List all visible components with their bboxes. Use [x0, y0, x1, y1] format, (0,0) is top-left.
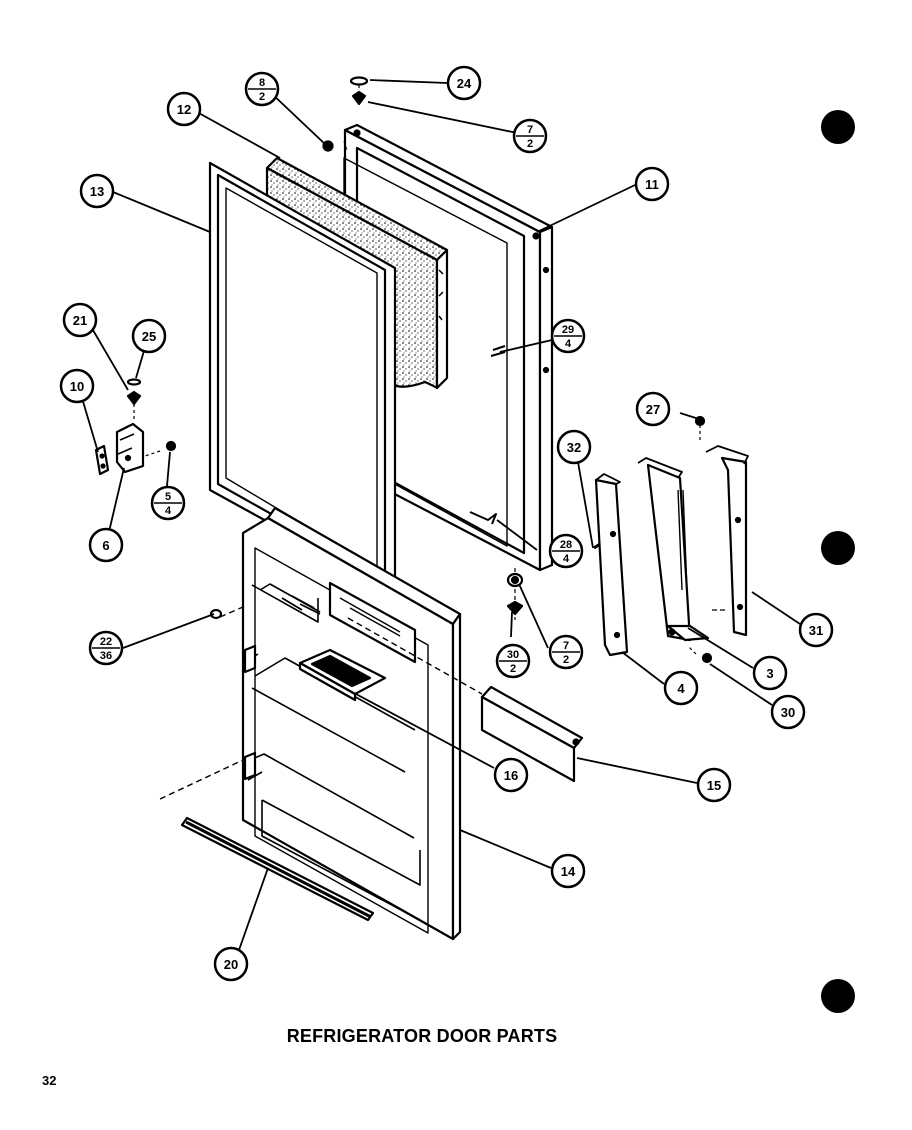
- svg-text:4: 4: [165, 505, 172, 517]
- hinge-block-6: [115, 422, 145, 474]
- callout-14: 14: [550, 853, 586, 889]
- svg-text:4: 4: [677, 681, 685, 696]
- svg-text:32: 32: [567, 440, 581, 455]
- svg-text:2: 2: [510, 663, 516, 675]
- svg-text:28: 28: [560, 539, 572, 551]
- svg-text:16: 16: [504, 768, 518, 783]
- svg-text:15: 15: [707, 778, 721, 793]
- callout-24: 24: [446, 65, 482, 101]
- svg-text:4: 4: [563, 553, 570, 565]
- callout-25: 25: [131, 318, 167, 354]
- page-number: 32: [42, 1073, 57, 1088]
- callout-16: 16: [493, 757, 529, 793]
- hinge-bracket-31: [705, 445, 749, 637]
- inner-door-liner: [219, 506, 462, 941]
- callout-15: 15: [696, 767, 732, 803]
- svg-text:31: 31: [809, 623, 823, 638]
- binder-hole: [821, 531, 855, 565]
- svg-text:6: 6: [102, 538, 109, 553]
- svg-text:30: 30: [781, 705, 795, 720]
- svg-text:2: 2: [527, 138, 533, 150]
- callout-3: 3: [752, 655, 788, 691]
- svg-text:12: 12: [177, 102, 191, 117]
- svg-text:4: 4: [565, 338, 572, 350]
- svg-text:2: 2: [259, 91, 265, 103]
- hinge-bracket-3: [637, 457, 710, 642]
- callout-7-over-2-top: 72: [512, 118, 548, 154]
- callout-12: 12: [166, 91, 202, 127]
- callout-32: 32: [556, 429, 592, 465]
- callout-28-over-4: 284: [548, 533, 584, 569]
- svg-text:7: 7: [527, 124, 533, 136]
- callout-27: 27: [635, 391, 671, 427]
- callout-4: 4: [663, 670, 699, 706]
- svg-text:27: 27: [646, 402, 660, 417]
- svg-text:7: 7: [563, 640, 569, 652]
- svg-text:5: 5: [165, 491, 171, 503]
- callout-10: 10: [59, 368, 95, 404]
- svg-text:20: 20: [224, 957, 238, 972]
- hardware-screws: [126, 76, 713, 664]
- binder-hole: [821, 110, 855, 144]
- callout-13: 13: [79, 173, 115, 209]
- svg-text:36: 36: [100, 650, 112, 662]
- callout-31: 31: [798, 612, 834, 648]
- callout-29-over-4: 294: [550, 318, 586, 354]
- svg-text:24: 24: [457, 76, 472, 91]
- svg-text:14: 14: [561, 864, 576, 879]
- svg-text:30: 30: [507, 649, 519, 661]
- callout-30-over-2: 302: [495, 643, 531, 679]
- svg-text:13: 13: [90, 184, 104, 199]
- shelf-rail: [347, 617, 584, 783]
- callout-11: 11: [634, 166, 670, 202]
- svg-text:21: 21: [73, 313, 87, 328]
- svg-text:8: 8: [259, 77, 265, 89]
- hinge-bracket-4: [594, 473, 629, 657]
- svg-text:25: 25: [142, 329, 156, 344]
- bottom-trim-strip: [159, 759, 375, 922]
- binder-hole: [821, 979, 855, 1013]
- svg-text:29: 29: [562, 324, 574, 336]
- callout-21: 21: [62, 302, 98, 338]
- diagram-title: REFRIGERATOR DOOR PARTS: [286, 1026, 558, 1046]
- door-tray: [298, 648, 387, 702]
- svg-text:22: 22: [100, 636, 112, 648]
- callout-8-over-2: 82: [244, 71, 280, 107]
- callout-6: 6: [88, 527, 124, 563]
- svg-text:2: 2: [563, 654, 569, 666]
- svg-text:3: 3: [766, 666, 773, 681]
- shim-10: [94, 444, 110, 476]
- callout-30: 30: [770, 694, 806, 730]
- svg-text:11: 11: [645, 177, 659, 192]
- callout-7-over-2-bottom: 72: [548, 634, 584, 670]
- callout-20: 20: [213, 946, 249, 982]
- callout-5-over-4: 54: [150, 485, 186, 521]
- svg-text:10: 10: [70, 379, 84, 394]
